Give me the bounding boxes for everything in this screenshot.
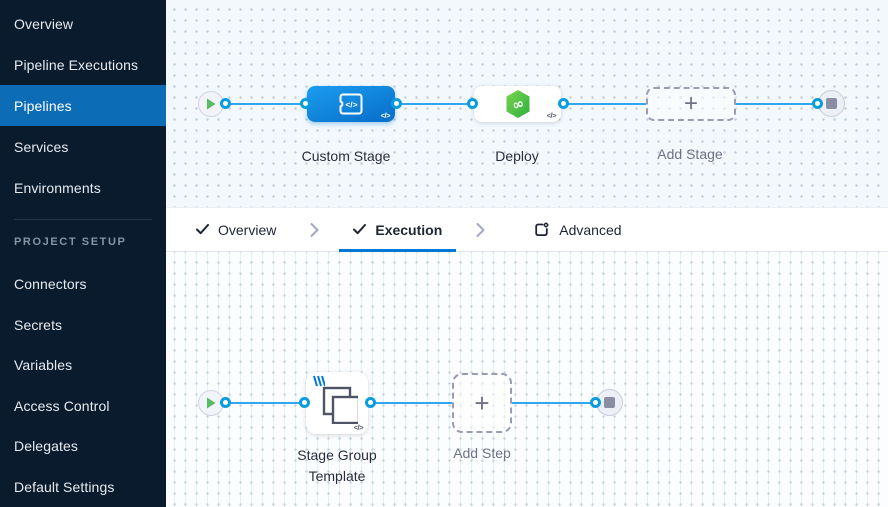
code-icon[interactable]: </>	[380, 111, 391, 120]
plus-icon: +	[683, 90, 698, 117]
chevron-right-icon	[310, 222, 319, 237]
edge	[736, 103, 818, 105]
step-node-stage-group-template[interactable]: </>	[306, 372, 368, 434]
connector-port[interactable]	[220, 397, 231, 408]
add-step-button[interactable]: +	[452, 373, 512, 433]
connector-port[interactable]	[467, 98, 478, 109]
stage-canvas: </> </> ∞ </>	[166, 0, 888, 207]
connector-port[interactable]	[812, 98, 823, 109]
tab-advanced[interactable]: Advanced	[519, 208, 635, 251]
pipeline-start-node[interactable]	[198, 91, 224, 117]
sidebar-item-label: Delegates	[14, 438, 78, 455]
sidebar-item-access-control[interactable]: Access Control	[0, 386, 166, 427]
tab-execution[interactable]: Execution	[339, 208, 457, 252]
sidebar-item-overview[interactable]: Overview	[0, 3, 166, 44]
main-area: </> </> ∞ </>	[166, 0, 888, 507]
custom-stage-icon: </>	[339, 93, 363, 115]
code-icon[interactable]: </>	[546, 111, 557, 120]
sidebar-item-label: Default Settings	[14, 478, 115, 495]
sidebar-item-delegates[interactable]: Delegates	[0, 426, 166, 467]
stage-node-custom-stage[interactable]: </> </>	[307, 86, 395, 122]
stop-icon	[604, 397, 615, 408]
pipeline-end-node[interactable]	[818, 90, 845, 117]
stage-config-tabbar: Overview Execution	[166, 207, 888, 252]
sidebar-divider	[14, 219, 152, 220]
sidebar-item-default-settings[interactable]: Default Settings	[0, 467, 166, 507]
play-icon	[207, 397, 216, 409]
svg-text:</>: </>	[345, 100, 357, 110]
svg-text:∞: ∞	[510, 96, 526, 115]
sidebar-item-label: Services	[14, 138, 69, 155]
connector-port[interactable]	[365, 397, 376, 408]
sidebar-item-label: Access Control	[14, 397, 110, 414]
sidebar-item-label: Pipeline Executions	[14, 56, 139, 73]
sidebar-item-connectors[interactable]: Connectors	[0, 264, 166, 305]
template-badge-icon	[313, 375, 325, 387]
sidebar-item-services[interactable]: Services	[0, 126, 166, 167]
sidebar-item-label: Secrets	[14, 316, 63, 333]
sidebar-item-label: Pipelines	[14, 97, 72, 114]
step-label: Stage Group Template	[297, 447, 377, 484]
check-icon	[353, 224, 367, 235]
tab-label: Advanced	[559, 221, 622, 238]
sidebar-item-secrets[interactable]: Secrets	[0, 305, 166, 346]
edge	[563, 103, 646, 105]
edge	[370, 402, 452, 404]
connector-port[interactable]	[300, 98, 311, 109]
edge	[211, 402, 304, 404]
connector-port[interactable]	[391, 98, 402, 109]
check-icon	[196, 224, 209, 235]
chevron-right-icon	[476, 222, 485, 237]
edge	[211, 103, 307, 105]
connector-port[interactable]	[558, 98, 569, 109]
play-icon	[207, 98, 216, 110]
stage-node-deploy[interactable]: ∞ </>	[474, 86, 561, 122]
add-step-label: Add Step	[453, 445, 511, 461]
execution-canvas: </> + Stage Group Template Add Step	[166, 252, 888, 507]
edge	[396, 103, 472, 105]
stop-icon	[826, 98, 837, 109]
tab-label: Overview	[218, 221, 277, 238]
tab-label: Execution	[375, 221, 443, 238]
sidebar-section-title: PROJECT SETUP	[14, 236, 127, 248]
add-stage-label: Add Stage	[657, 146, 723, 162]
plus-icon: +	[474, 388, 490, 418]
sidebar-item-label: Connectors	[14, 276, 87, 293]
sidebar-item-label: Overview	[14, 15, 74, 32]
connector-port[interactable]	[590, 397, 601, 408]
sidebar-item-variables[interactable]: Variables	[0, 345, 166, 386]
connector-port[interactable]	[299, 397, 310, 408]
deploy-cd-icon: ∞	[506, 90, 529, 118]
edge	[512, 402, 595, 404]
sidebar-item-pipelines[interactable]: Pipelines	[0, 85, 166, 126]
sidebar-item-label: Environments	[14, 179, 101, 196]
stage-group-icon	[322, 386, 358, 424]
stage-label: Deploy	[495, 148, 539, 164]
sidebar-item-label: Variables	[14, 357, 73, 374]
add-stage-button[interactable]: +	[646, 87, 736, 121]
sidebar-item-environments[interactable]: Environments	[0, 167, 166, 208]
advanced-icon	[535, 222, 549, 236]
sidebar: Overview Pipeline Executions Pipelines S…	[0, 0, 166, 507]
tab-overview[interactable]: Overview	[182, 208, 290, 251]
code-icon[interactable]: </>	[353, 423, 364, 432]
stage-label: Custom Stage	[301, 148, 391, 164]
sidebar-item-pipeline-executions[interactable]: Pipeline Executions	[0, 44, 166, 85]
connector-port[interactable]	[220, 98, 231, 109]
